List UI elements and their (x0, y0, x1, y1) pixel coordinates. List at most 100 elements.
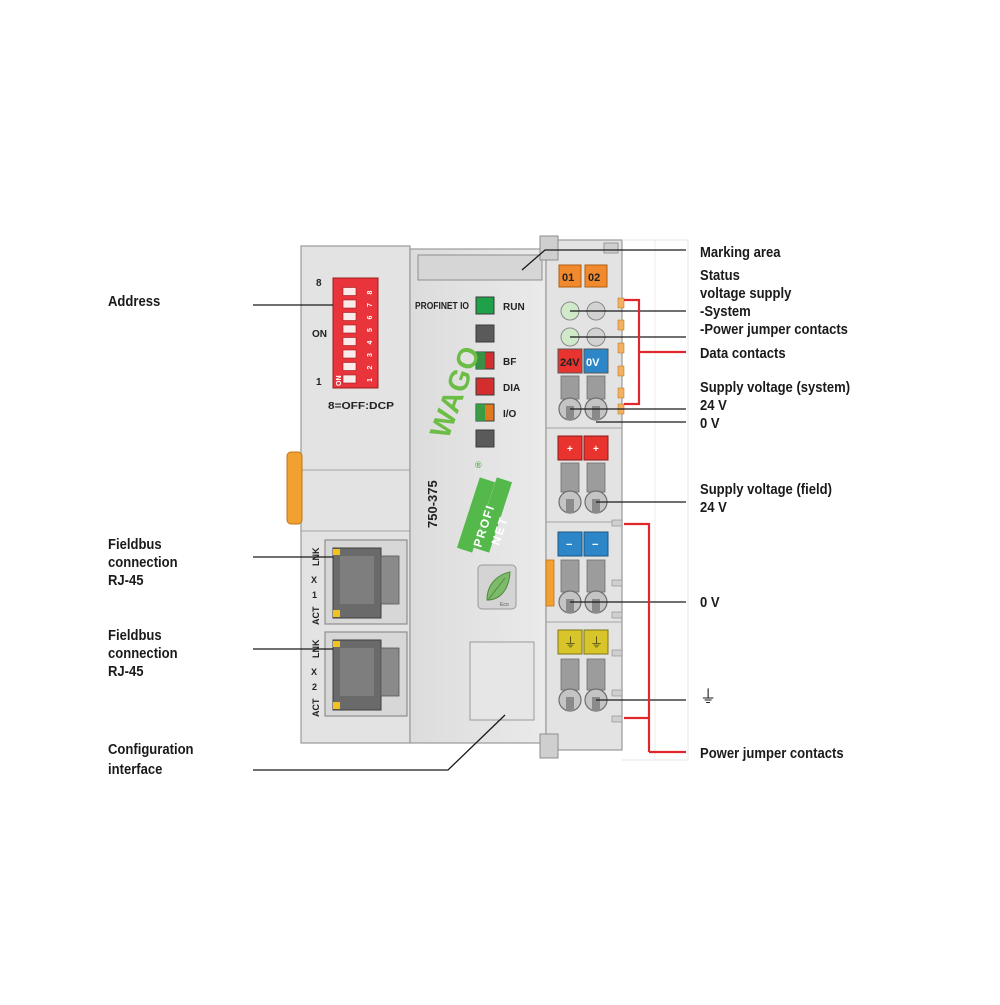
label-ground-symbol: ⏚ (700, 687, 717, 707)
clamp-release-slot[interactable] (586, 375, 606, 400)
dip-switch-number: 2 (367, 366, 374, 370)
port1-act-label: ACT (311, 606, 321, 625)
label-configuration-interface: Configuration interface (108, 742, 194, 778)
dip-toggle[interactable] (342, 324, 357, 334)
dip-top-number: 8 (316, 278, 322, 289)
clamp-release-slot[interactable] (586, 559, 606, 593)
status-tag (558, 264, 582, 288)
label-marking-area: Marking area (700, 245, 781, 261)
dip-toggle[interactable] (342, 362, 357, 371)
rj45-port-1[interactable] (324, 539, 408, 625)
earth-tag-symbol: ⏚ (590, 635, 603, 650)
data-contact (617, 297, 625, 309)
dip-toggle[interactable] (342, 337, 357, 346)
voltage-tag-label: 24V (560, 357, 580, 369)
rj45-port-2[interactable] (324, 631, 408, 717)
eco-badge: Eco (477, 564, 517, 610)
configuration-interface-port[interactable] (469, 641, 535, 721)
power-jumper-contact (611, 579, 623, 587)
status-led-half (476, 404, 485, 421)
status-led-half (476, 352, 485, 369)
led-label: BF (503, 357, 516, 368)
clamp-release-slot[interactable] (560, 462, 580, 493)
callout-brackets (624, 298, 686, 754)
act-led-2 (333, 702, 340, 709)
status-tag-label: 02 (588, 272, 600, 284)
voltage-tag (583, 348, 609, 374)
dip-note: 8=OFF:DCP (328, 401, 394, 412)
status-led (475, 296, 495, 315)
field-plus-label: + (567, 444, 573, 455)
label-fieldbus-2: Fieldbus connection RJ-45 (108, 628, 178, 680)
clamp-insert (592, 406, 600, 420)
clamp-insert (566, 697, 574, 711)
label-zero-v: 0 V (700, 595, 720, 611)
field-plus-tag (557, 435, 583, 461)
clamp-release-slot[interactable] (586, 658, 606, 691)
data-contact (617, 387, 625, 399)
earth-tag (557, 629, 583, 655)
status-led (475, 429, 495, 448)
label-address: Address (108, 294, 161, 310)
label-power-jumper: Power jumper contacts (700, 746, 844, 762)
power-jumper-contact (611, 649, 623, 657)
side-latch (286, 451, 303, 525)
profinet-logo: PROFI NET ® (456, 460, 513, 553)
data-contact (617, 319, 625, 331)
dip-toggle[interactable] (342, 299, 357, 309)
status-tag (584, 264, 608, 288)
label-fieldbus-1: Fieldbus connection RJ-45 (108, 537, 178, 589)
dip-on-label: ON (312, 329, 327, 340)
part-number: 750-375 (425, 480, 440, 528)
dip-toggle[interactable] (342, 349, 357, 359)
power-jumper-contact (611, 715, 623, 723)
dip-switch-number: 5 (367, 328, 374, 332)
clamp-release-slot[interactable] (560, 658, 580, 691)
field-plus-tag (583, 435, 609, 461)
power-jumper-contact (611, 689, 623, 697)
dip-toggle[interactable] (342, 287, 357, 296)
dip-toggle[interactable] (342, 312, 357, 321)
terminal-housing (545, 239, 623, 751)
port1-number: 1 (312, 590, 317, 600)
earth-tag-symbol: ⏚ (564, 635, 577, 650)
clamp-release-slot[interactable] (586, 462, 606, 493)
profinet-io-label: PROFINET IO (415, 301, 469, 312)
dip-switch-number: 1 (367, 378, 374, 382)
clamp-insert (592, 697, 600, 711)
label-supply-system: Supply voltage (system) 24 V 0 V (700, 380, 851, 432)
status-led (475, 377, 495, 396)
earth-tag (583, 629, 609, 655)
status-led (475, 324, 495, 343)
port1-x-label: X (311, 575, 317, 585)
label-supply-field: Supply voltage (field) 24 V (700, 482, 832, 516)
status-tag-label: 01 (562, 272, 574, 284)
dip-toggle[interactable] (342, 374, 357, 384)
data-contact (617, 342, 625, 354)
label-data-contacts: Data contacts (700, 346, 786, 362)
voltage-tag (557, 348, 583, 374)
eco-text: Eco (500, 602, 509, 608)
clamp-insert (566, 406, 574, 420)
clamp-insert (592, 499, 600, 513)
field-plus-label: + (593, 444, 599, 455)
dip-switch-number: 3 (367, 353, 374, 357)
registered-mark: ® (475, 460, 482, 470)
clamp-release-slot[interactable] (560, 559, 580, 593)
clamp-insert (566, 599, 574, 613)
power-jumper-contact (611, 519, 623, 527)
power-jumper-clip (545, 559, 555, 607)
dip-switch-number: 7 (367, 303, 374, 307)
voltage-tag-label: 0V (586, 357, 600, 369)
act-led-1 (333, 610, 340, 617)
dip-switch-number: 4 (367, 341, 374, 345)
data-contact (617, 365, 625, 377)
clamp-release-slot[interactable] (560, 375, 580, 400)
port2-act-label: ACT (311, 698, 321, 717)
dip-switch-number: 6 (367, 316, 374, 320)
dip-switch-number: 8 (367, 291, 374, 295)
